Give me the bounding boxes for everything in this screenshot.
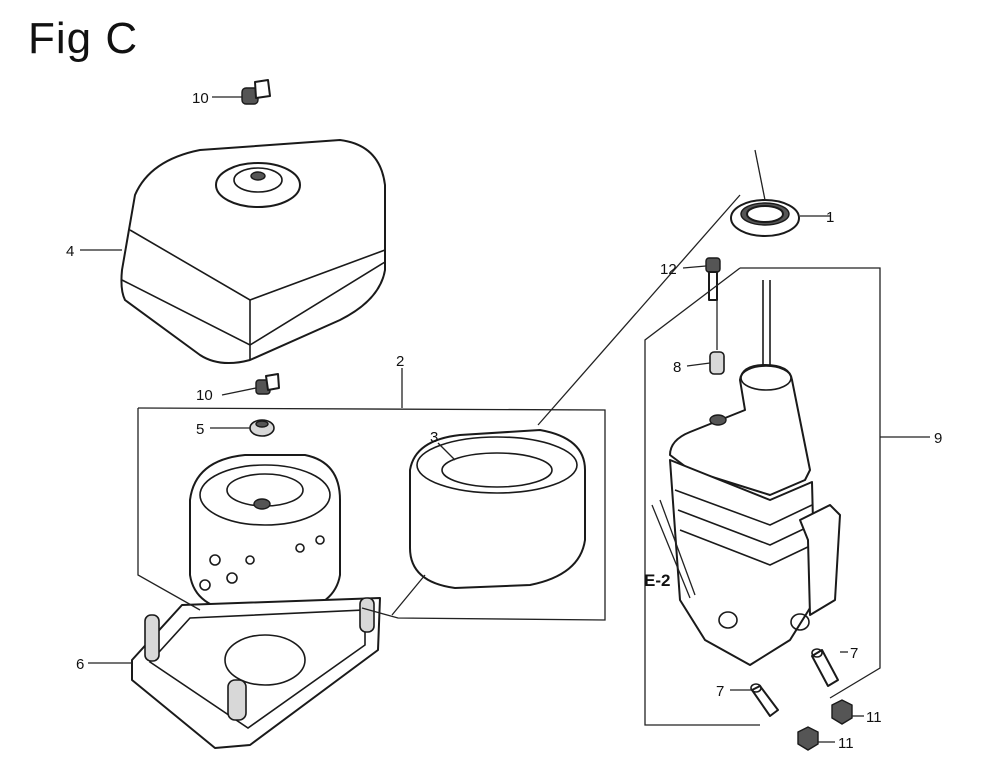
bolt (705, 257, 721, 301)
callout-8: 8 (673, 359, 681, 376)
foam-element (409, 429, 586, 589)
nut-right (831, 699, 853, 725)
collar (709, 351, 725, 375)
reference-label-e2: E-2 (644, 571, 670, 590)
wing-nut-middle (255, 373, 280, 395)
callout-12: 12 (660, 261, 677, 278)
callout-10-top: 10 (192, 90, 209, 107)
callout-9: 9 (934, 430, 942, 447)
callout-10-middle: 10 (196, 387, 213, 404)
leader-lines (80, 96, 930, 743)
callout-11-right: 11 (866, 709, 882, 726)
tube-right (811, 648, 839, 687)
callout-6: 6 (76, 656, 84, 673)
callout-3: 3 (430, 429, 438, 446)
nut-lower (797, 726, 819, 751)
callout-7-right: 7 (850, 645, 858, 662)
air-cleaner-cover (120, 139, 386, 365)
wing-nut-top (241, 79, 271, 105)
grommet (249, 419, 275, 437)
tube-left (750, 683, 779, 717)
callout-11-lower: 11 (838, 735, 854, 752)
intake-elbow-housing (669, 280, 841, 666)
air-cleaner-base (131, 597, 381, 749)
callout-labels: 1 2 3 4 5 6 7 7 8 9 10 10 11 11 12 E-2 (66, 90, 942, 752)
air-filter-element (189, 454, 341, 613)
callout-1: 1 (826, 209, 834, 226)
gasket-ring (730, 199, 800, 237)
callout-7-left: 7 (716, 683, 724, 700)
callout-2: 2 (396, 353, 404, 370)
callout-4: 4 (66, 243, 74, 260)
figure-title: Fig C (28, 14, 139, 63)
callout-5: 5 (196, 421, 204, 438)
